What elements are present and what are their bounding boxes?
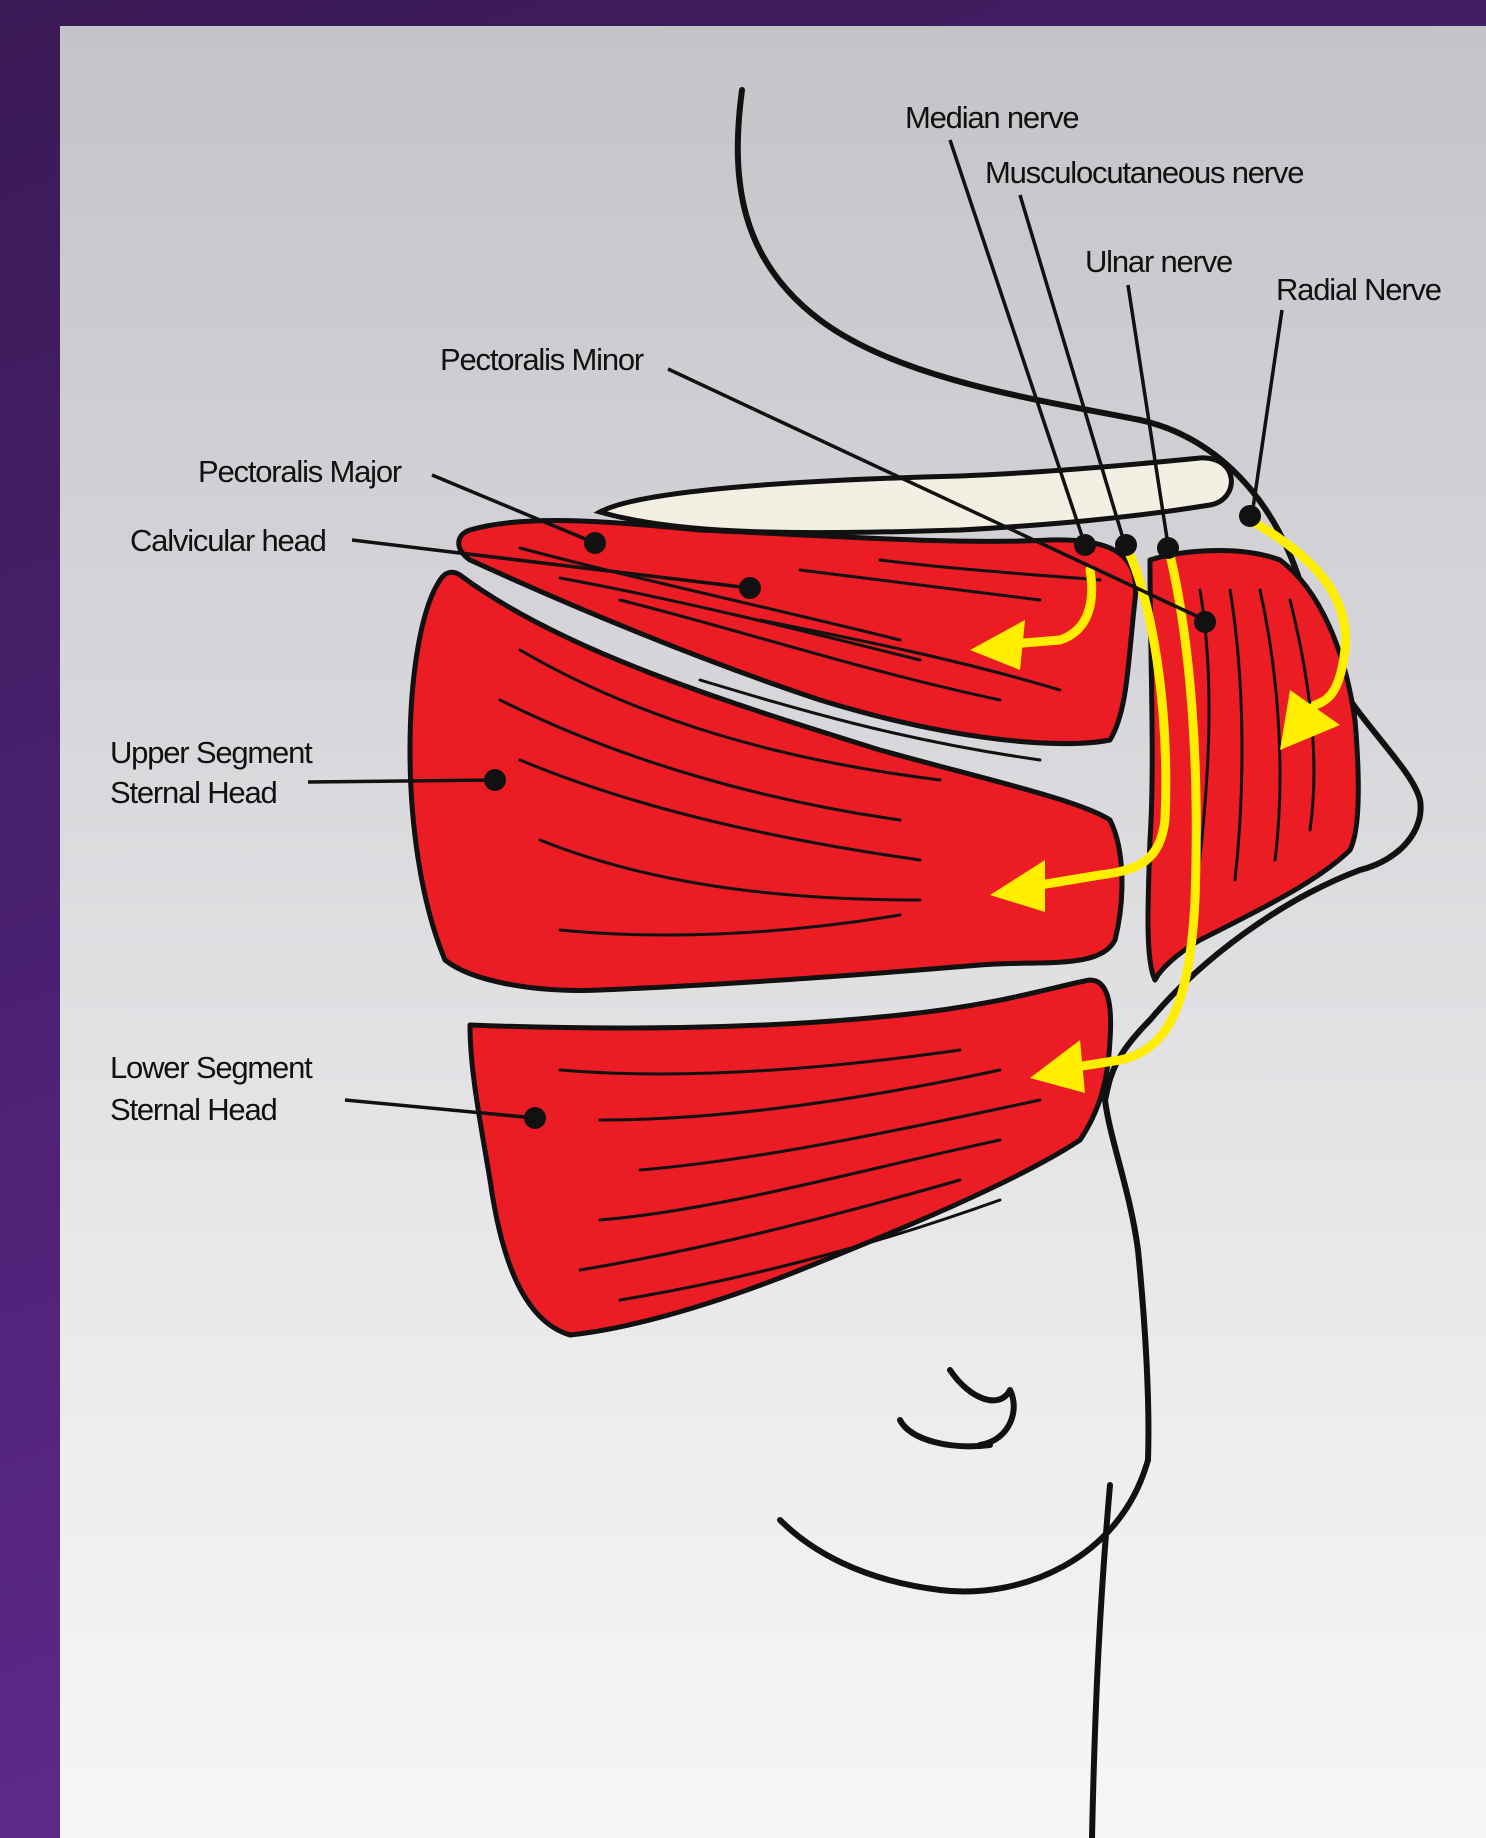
lower-segment-sternal-head-muscle xyxy=(470,980,1111,1335)
pectoralis-major-dot xyxy=(584,532,606,554)
nipple-outline xyxy=(950,1370,1014,1445)
lower-segment-label-line1: Lower Segment xyxy=(110,1050,313,1085)
areola-outline xyxy=(900,1420,990,1446)
pectoralis-minor-label: Pectoralis Minor xyxy=(440,342,644,377)
radial-nerve-label: Radial Nerve xyxy=(1276,272,1441,307)
radial-nerve-leader xyxy=(1252,310,1282,515)
musculocutaneous-nerve-dot xyxy=(1115,534,1137,556)
muscles xyxy=(410,521,1358,1335)
pectoralis-minor-dot xyxy=(1194,611,1216,633)
upper-segment-label-line2: Sternal Head xyxy=(110,775,277,810)
median-nerve-dot xyxy=(1074,534,1096,556)
upper-segment-dot xyxy=(484,769,506,791)
ulnar-nerve-dot xyxy=(1157,537,1179,559)
median-nerve-label: Median nerve xyxy=(905,100,1078,135)
upper-segment-label-line1: Upper Segment xyxy=(110,735,313,770)
musculocutaneous-nerve-label: Musculocutaneous nerve xyxy=(985,155,1303,190)
calvicular-head-dot xyxy=(739,577,761,599)
clavicle xyxy=(600,458,1231,533)
ulnar-nerve-label: Ulnar nerve xyxy=(1085,244,1232,279)
upper-segment-leader xyxy=(308,780,495,782)
axilla-outline xyxy=(1105,1100,1148,1460)
lower-segment-label-line2: Sternal Head xyxy=(110,1092,277,1127)
calvicular-head-label: Calvicular head xyxy=(130,523,326,558)
lower-segment-dot xyxy=(524,1107,546,1129)
radial-nerve-dot xyxy=(1239,505,1261,527)
breast-outline xyxy=(780,1460,1148,1591)
pectoralis-major-label: Pectoralis Major xyxy=(198,454,402,489)
